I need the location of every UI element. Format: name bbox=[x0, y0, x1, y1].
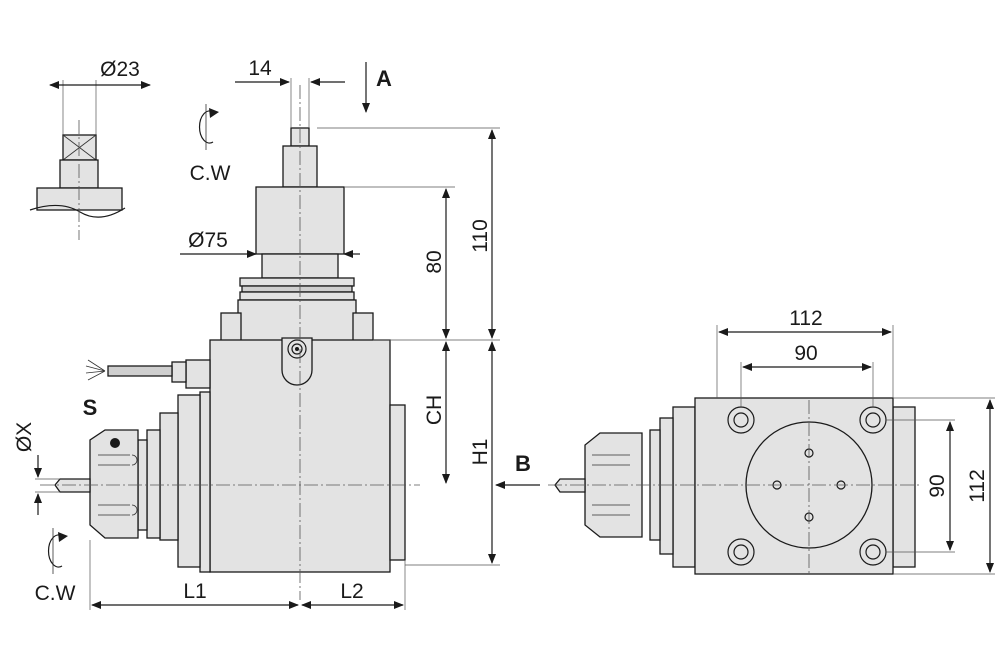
dim-d90-side: 90 bbox=[926, 474, 949, 497]
dim-d112-side: 112 bbox=[966, 469, 989, 502]
dim-dL1: L1 bbox=[183, 580, 206, 603]
spindle-label-s: S bbox=[83, 395, 98, 420]
dim-d110: 110 bbox=[469, 219, 492, 252]
view-label-a: A bbox=[376, 66, 392, 91]
dim-d75: Ø75 bbox=[188, 229, 228, 252]
view-label-b: B bbox=[515, 451, 531, 476]
dim-d112-top: 112 bbox=[789, 307, 822, 330]
dim-d23: Ø23 bbox=[100, 58, 140, 81]
dim-d14: 14 bbox=[248, 57, 272, 80]
side-view bbox=[40, 85, 420, 600]
rotation-arrow-icon bbox=[198, 104, 219, 150]
dim-dL2: L2 bbox=[340, 580, 363, 603]
dim-dH1: H1 bbox=[469, 439, 492, 466]
rotation-arrow-icon bbox=[47, 528, 68, 574]
dim-d90-top: 90 bbox=[794, 342, 817, 365]
dim-dX: ØX bbox=[13, 422, 36, 452]
coolant-spray-icon bbox=[85, 359, 106, 381]
front-view bbox=[548, 397, 920, 575]
dim-dCH: CH bbox=[423, 395, 446, 425]
dim-d80: 80 bbox=[423, 250, 446, 273]
rotation-label-bottom: C.W bbox=[35, 582, 76, 605]
input-shaft-detail: Ø23 bbox=[29, 58, 151, 240]
rotation-label-top: C.W bbox=[190, 162, 231, 185]
